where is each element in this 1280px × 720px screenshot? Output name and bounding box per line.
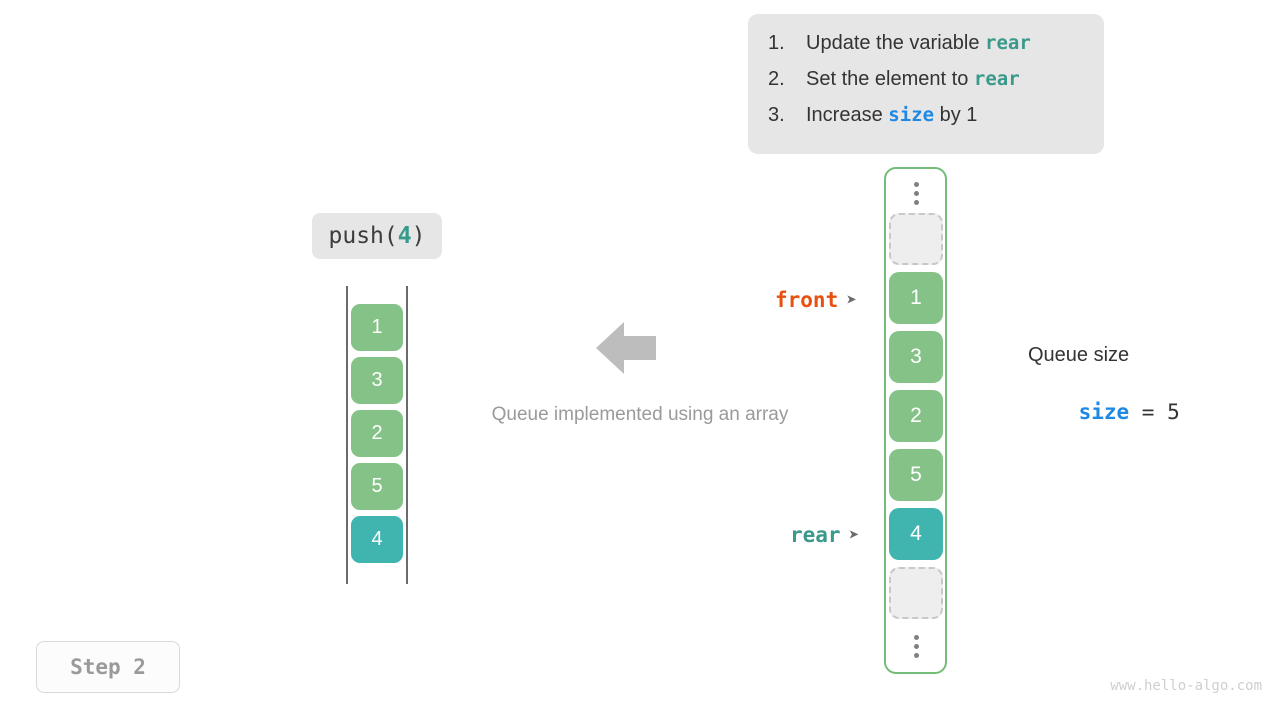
keyword-rear: rear <box>973 68 1020 90</box>
call-argument: 4 <box>397 223 412 249</box>
keyword-size: size <box>888 104 935 126</box>
array-cells: 1 3 2 5 4 <box>889 173 943 666</box>
left-queue: 1 3 2 5 4 <box>346 286 408 584</box>
left-arrow-icon <box>596 320 656 376</box>
left-queue-cells: 1 3 2 5 4 <box>351 304 403 569</box>
queue-cell: 1 <box>351 304 403 351</box>
array-cell: 3 <box>889 331 943 383</box>
call-prefix: push( <box>328 223 398 249</box>
call-suffix: ) <box>411 223 426 249</box>
array-cell-empty <box>889 213 943 265</box>
ellipsis-top-icon <box>889 173 943 213</box>
instruction-text-suffix: by 1 <box>934 104 978 126</box>
queue-size-panel: Queue size size = 5 <box>1028 344 1180 448</box>
queue-cell-new: 4 <box>351 516 403 563</box>
queue-rail-left <box>346 286 348 584</box>
instruction-number: 1. <box>768 32 785 54</box>
array-cell-new: 4 <box>889 508 943 560</box>
instruction-item: 3. Increase size by 1 <box>768 104 1084 140</box>
instruction-text: Update the variable <box>806 32 986 54</box>
queue-rail-right <box>406 286 408 584</box>
instruction-item: 2. Set the element to rear <box>768 68 1084 104</box>
instruction-number: 2. <box>768 68 785 90</box>
queue-cell: 5 <box>351 463 403 510</box>
front-pointer-label: front <box>775 288 839 312</box>
array-cell-empty <box>889 567 943 619</box>
instruction-number: 3. <box>768 104 785 126</box>
size-variable-name: size <box>1078 400 1130 424</box>
rear-pointer-label: rear <box>790 523 841 547</box>
caption-text: Queue implemented using an array <box>491 404 789 425</box>
array-cell: 2 <box>889 390 943 442</box>
operation-call-box: push(4) <box>312 213 442 259</box>
watermark: www.hello-algo.com <box>1110 678 1262 694</box>
queue-size-expression: size = 5 <box>1028 376 1180 448</box>
ellipsis-bottom-icon <box>889 626 943 666</box>
array-cell: 1 <box>889 272 943 324</box>
queue-size-title: Queue size <box>1028 344 1130 366</box>
array-container <box>884 167 947 674</box>
queue-cell: 3 <box>351 357 403 404</box>
step-badge: Step 2 <box>36 641 180 693</box>
keyword-rear: rear <box>985 32 1031 54</box>
queue-cell: 2 <box>351 410 403 457</box>
rear-arrow-icon: ➤ <box>848 524 860 546</box>
instruction-item: 1. Update the variable rear <box>768 32 1084 68</box>
size-value: 5 <box>1167 400 1180 424</box>
instruction-text: Increase <box>806 104 889 126</box>
rear-pointer: rear ➤ <box>790 523 859 547</box>
instruction-panel: 1. Update the variable rear 2. Set the e… <box>748 14 1104 154</box>
front-pointer: front ➤ <box>775 288 857 312</box>
size-equals: = <box>1129 400 1168 424</box>
instruction-text: Set the element to <box>806 68 974 90</box>
front-arrow-icon: ➤ <box>846 289 858 311</box>
array-cell: 5 <box>889 449 943 501</box>
